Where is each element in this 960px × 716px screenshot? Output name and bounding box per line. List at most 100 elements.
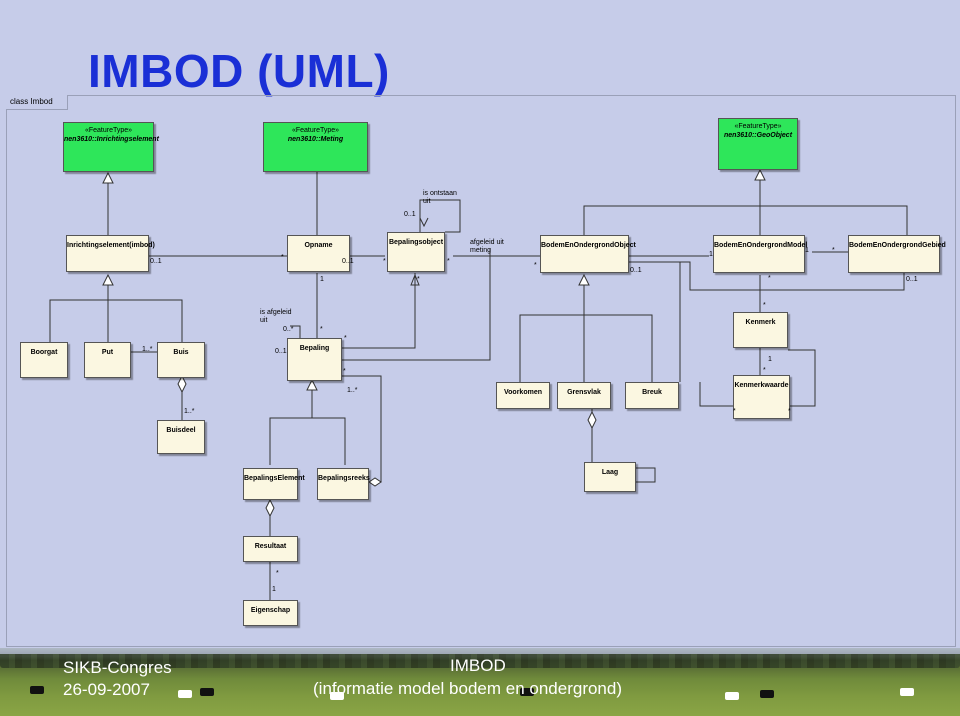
page-title: IMBOD (UML) (88, 45, 390, 97)
mult-label: 1..* (142, 346, 153, 353)
mult-label: * (344, 335, 347, 342)
class-featuretype-inrichtingselement[interactable]: «FeatureType» nen3610::Inrichtingselemen… (63, 122, 159, 172)
mult-label: * (733, 408, 736, 415)
footer-org: SIKB-Congres (63, 658, 172, 677)
gen-arrow-inrichting-icon (102, 171, 114, 184)
class-bodemenondergrondmodel[interactable]: BodemEnOndergrondModel (713, 235, 808, 273)
class-opname[interactable]: Opname (287, 235, 350, 272)
class-name: Breuk (642, 389, 662, 396)
class-name: Buisdeel (166, 427, 196, 434)
class-bepaling[interactable]: Bepaling (287, 338, 342, 381)
cow-icon (178, 690, 192, 698)
class-breuk[interactable]: Breuk (625, 382, 679, 409)
class-name: nen3610::Meting (287, 136, 344, 143)
mult-label: 1 (805, 247, 809, 254)
diagram-frame (6, 95, 956, 647)
mult-label: 1 (272, 586, 276, 593)
class-kenmerkwaarde[interactable]: Kenmerkwaarde (733, 375, 790, 419)
cow-icon (520, 688, 534, 696)
composition-buis-icon (177, 374, 187, 394)
stereotype: «FeatureType» (84, 127, 133, 134)
footer-subtitle: (informatie model bodem en ondergrond) (313, 679, 623, 698)
class-name: Eigenschap (250, 607, 291, 614)
mult-label: 0..1 (404, 211, 416, 218)
mult-label: 0..* (283, 326, 294, 333)
mult-label: * (276, 570, 279, 577)
class-eigenschap[interactable]: Eigenschap (243, 600, 298, 626)
footer-banner: SIKB-Congres 26-09-2007 IMBOD (informati… (0, 648, 960, 716)
class-name: BepalingsElement (244, 475, 305, 482)
mult-label: 1 (709, 251, 713, 258)
class-name: Bepalingsreeks (318, 475, 370, 482)
mult-label: 1 (320, 276, 324, 283)
class-kenmerk[interactable]: Kenmerk (733, 312, 788, 348)
class-name: BodemEnOndergrondObject (541, 242, 636, 249)
class-featuretype-geoobject[interactable]: «FeatureType» nen3610::GeoObject (718, 118, 798, 170)
class-buisdeel[interactable]: Buisdeel (157, 420, 205, 454)
cow-icon (760, 690, 774, 698)
mult-label: * (763, 367, 766, 374)
class-name: Boorgat (30, 349, 58, 356)
assoc-label-afgeleid-uit: is afgeleid uit (260, 309, 292, 324)
class-name: Kenmerkwaarde (734, 382, 789, 389)
tree-line (0, 654, 960, 668)
aggregation-reeks-icon (368, 477, 382, 487)
cow-icon (30, 686, 44, 694)
class-name: Grensvlak (567, 389, 601, 396)
class-resultaat[interactable]: Resultaat (243, 536, 298, 562)
mult-label: 0..1 (342, 258, 354, 265)
assoc-label-afgeleid-meting: afgeleid uit meting (470, 239, 504, 254)
diagram-label: class Imbod (6, 95, 68, 110)
mult-label: * (763, 302, 766, 309)
class-name: Opname (304, 242, 333, 249)
mult-label: 0..1 (275, 348, 287, 355)
cow-icon (200, 688, 214, 696)
class-name: nen3610::GeoObject (723, 132, 793, 139)
mult-label: * (320, 326, 323, 333)
class-name: Voorkomen (504, 389, 542, 396)
gen-arrow-geoobject-icon (754, 168, 766, 181)
class-name: Inrichtingselement(imbod) (67, 242, 155, 249)
mult-label: 1..* (347, 387, 358, 394)
class-name: Buis (173, 349, 189, 356)
class-name: Put (101, 349, 114, 356)
class-name: Bepalingsobject (388, 239, 444, 246)
footer-title: IMBOD (450, 656, 506, 675)
class-name: Bepaling (299, 345, 330, 352)
mult-label: * (281, 254, 284, 261)
mult-label: 0..1 (906, 276, 918, 283)
mult-label: * (788, 408, 791, 415)
class-put[interactable]: Put (84, 342, 131, 378)
mult-label: 1..* (184, 408, 195, 415)
class-laag[interactable]: Laag (584, 462, 636, 492)
mult-label: * (832, 247, 835, 254)
class-buis[interactable]: Buis (157, 342, 205, 378)
class-bepalingsobject[interactable]: Bepalingsobject (387, 232, 445, 272)
class-bodemenondergrondobject[interactable]: BodemEnOndergrondObject (540, 235, 636, 273)
class-inrichtingselement-imbod[interactable]: Inrichtingselement(imbod) (66, 235, 155, 272)
mult-label: * (447, 258, 450, 265)
mult-label: * (534, 262, 537, 269)
class-bepalingselement[interactable]: BepalingsElement (243, 468, 305, 500)
class-bepalingsreeks[interactable]: Bepalingsreeks (317, 468, 370, 500)
footer-date: 26-09-2007 (63, 680, 150, 699)
mult-label: * (343, 368, 346, 375)
class-voorkomen[interactable]: Voorkomen (496, 382, 550, 409)
mult-label: * (768, 275, 771, 282)
composition-element-icon (265, 498, 275, 518)
mult-label: 0..1 (630, 267, 642, 274)
class-boorgat[interactable]: Boorgat (20, 342, 68, 378)
class-name: Laag (601, 469, 619, 476)
class-grensvlak[interactable]: Grensvlak (557, 382, 611, 409)
class-name: BodemEnOndergrondModel (714, 242, 808, 249)
cow-icon (900, 688, 914, 696)
assoc-label-ontstaan: is ontstaan uit (423, 190, 457, 205)
cow-icon (725, 692, 739, 700)
class-bodemenondergrondgebied[interactable]: BodemEnOndergrondGebied (848, 235, 946, 273)
cow-icon (330, 692, 344, 700)
class-name: nen3610::Inrichtingselement (64, 136, 159, 143)
mult-label: * (383, 258, 386, 265)
stereotype: «FeatureType» (734, 123, 782, 130)
class-featuretype-meting[interactable]: «FeatureType» nen3610::Meting (263, 122, 368, 172)
